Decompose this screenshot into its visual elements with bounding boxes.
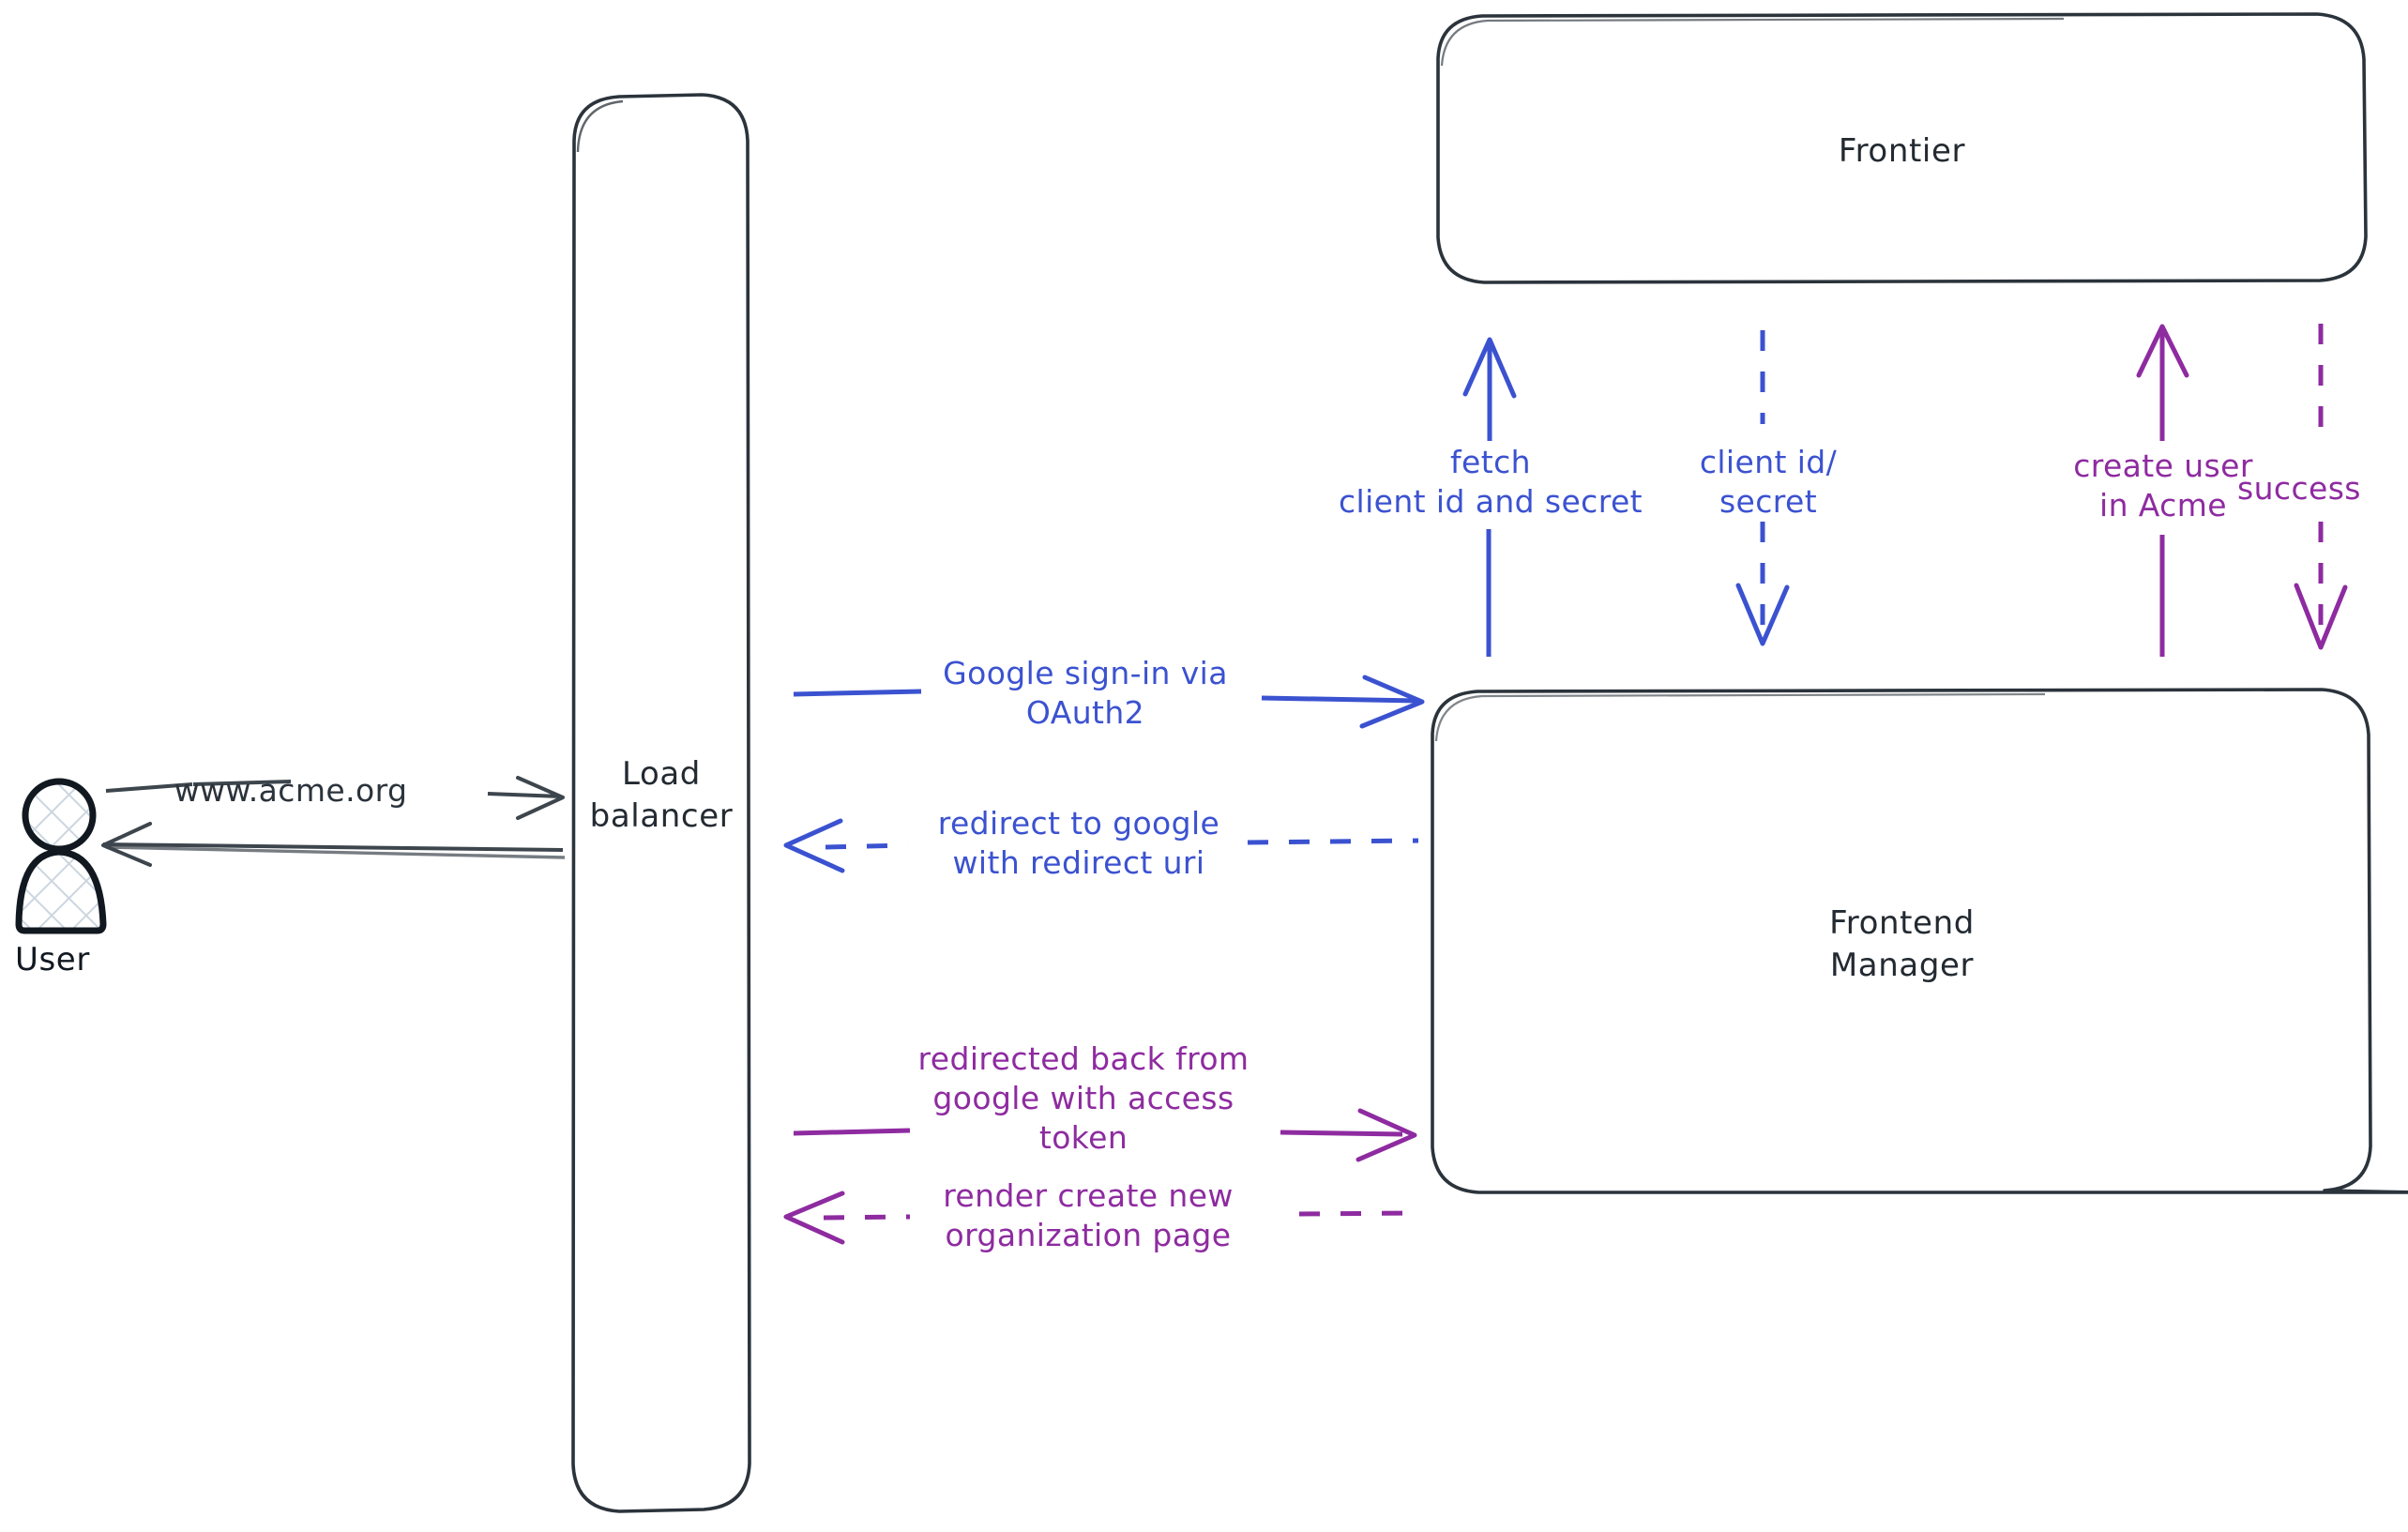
- edge-label-render-create-org: render create new organization page: [943, 1177, 1234, 1254]
- edge-label-fetch-client-credentials: fetch client id and secret: [1338, 444, 1643, 521]
- edge-user-to-load-balancer: [105, 776, 565, 820]
- edge-redirect-to-google: [783, 818, 1419, 873]
- edge-label-redirected-back-token: redirected back from google with access …: [917, 1040, 1249, 1157]
- edge-label-www-acme-org: www.acme.org: [174, 772, 408, 809]
- edge-label-create-user-in-acme: create user in Acme: [2073, 447, 2253, 524]
- edge-google-signin: [793, 675, 1425, 729]
- edge-load-balancer-to-user: [101, 822, 566, 867]
- edge-label-google-signin: Google sign-in via OAuth2: [943, 655, 1228, 732]
- node-frontend-manager[interactable]: [1431, 688, 2408, 1194]
- edge-fetch-client-credentials: [1462, 337, 1517, 657]
- edge-label-redirect-to-google: redirect to google with redirect uri: [937, 805, 1220, 882]
- node-label-frontend-manager: Frontend Manager: [1829, 904, 1975, 984]
- actor-caption-user: User: [15, 941, 90, 978]
- person-icon: [15, 778, 107, 934]
- edge-client-id-secret: [1735, 330, 1790, 646]
- edge-render-create-org: [783, 1191, 1419, 1245]
- edge-success: [2294, 324, 2348, 650]
- edge-create-user-in-acme: [2136, 324, 2189, 657]
- edge-label-client-id-secret: client id/ secret: [1699, 444, 1838, 521]
- node-label-frontier: Frontier: [1838, 132, 1966, 170]
- edge-redirected-back-token: [793, 1108, 1417, 1162]
- node-load-balancer[interactable]: [571, 93, 751, 1513]
- edge-label-success: success: [2237, 470, 2361, 507]
- node-label-load-balancer: Load balancer: [589, 755, 734, 835]
- node-frontier[interactable]: [1436, 12, 2368, 284]
